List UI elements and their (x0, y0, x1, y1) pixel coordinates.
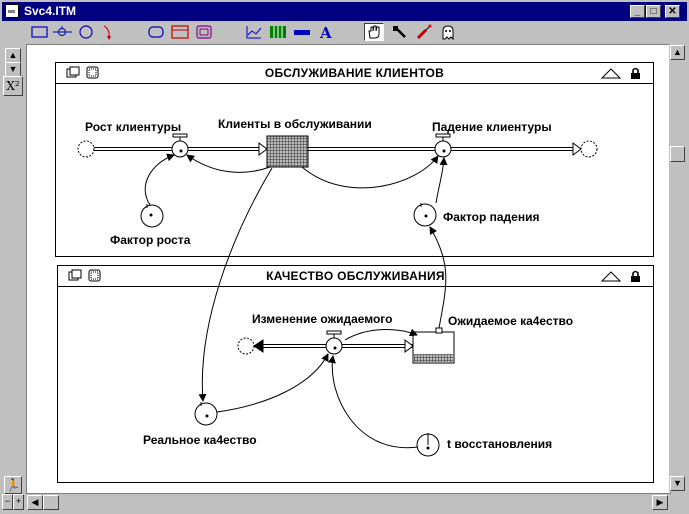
scroll-left-arrow-icon[interactable]: ◀ (27, 495, 43, 510)
connector[interactable] (216, 353, 329, 413)
paintbrush-tool-icon[interactable] (390, 23, 410, 41)
label-real-quality: Реальное ка4ество (143, 433, 257, 447)
flow-tool-icon[interactable] (52, 23, 72, 41)
connector[interactable] (144, 153, 175, 206)
connector-tool-icon[interactable] (98, 23, 118, 41)
converter-real-quality[interactable] (194, 402, 218, 426)
zoom-in-button[interactable]: + (13, 494, 24, 510)
run-man-icon[interactable]: 🏃 (4, 476, 22, 494)
title-bar[interactable]: Svc4.ITM _ □ ✕ (2, 2, 687, 21)
flow-expected-change[interactable] (253, 330, 414, 355)
hand-tool-icon[interactable] (364, 23, 384, 41)
scroll-up-arrow-icon[interactable]: ▲ (670, 45, 685, 60)
text-tool-icon[interactable]: A (316, 23, 336, 41)
connector[interactable] (435, 157, 448, 204)
sector-run-icon[interactable] (68, 269, 102, 283)
lock-icon[interactable] (631, 67, 640, 80)
label-decline-flow: Падение клиентуры (432, 120, 552, 134)
label-recovery-time: t восстановления (447, 437, 553, 451)
sector-service-quality[interactable]: КАЧЕСТВО ОБСЛУЖИВАНИЯ (57, 265, 654, 483)
app-icon[interactable] (5, 4, 19, 18)
ghost-tool-icon[interactable] (438, 23, 458, 41)
vertical-scrollbar[interactable]: ▲ ▼ (669, 44, 686, 492)
minimize-button[interactable]: _ (630, 5, 645, 18)
converter-recovery-time[interactable] (416, 433, 440, 457)
connector[interactable] (186, 154, 271, 173)
converter-tool-icon[interactable] (76, 23, 96, 41)
table-tool-icon[interactable] (268, 23, 288, 41)
horizontal-scroll-thumb[interactable] (43, 495, 59, 510)
model-canvas[interactable]: ОБСЛУЖИВАНИЕ КЛИЕНТОВ КАЧЕСТВО ОБСЛУЖИВА… (26, 44, 671, 494)
lock-icon[interactable] (631, 270, 640, 283)
sector-title: ОБСЛУЖИВАНИЕ КЛИЕНТОВ (264, 66, 445, 80)
horizontal-scrollbar[interactable]: ◀ ▶ (26, 494, 669, 511)
scroll-down-arrow-icon[interactable]: ▼ (5, 62, 21, 77)
stock-clients[interactable] (266, 135, 309, 168)
stock-expected-quality[interactable] (412, 327, 455, 364)
model-diagram (77, 133, 598, 457)
decision-tool-icon[interactable] (146, 23, 166, 41)
sector-customer-service[interactable]: ОБСЛУЖИВАНИЕ КЛИЕНТОВ (55, 62, 654, 257)
sector-run-icon[interactable] (66, 66, 100, 80)
label-clients-stock: Клиенты в обслуживании (218, 117, 372, 131)
sector-tool-icon[interactable] (170, 23, 190, 41)
maximize-button[interactable]: □ (646, 5, 661, 18)
sector-header: КАЧЕСТВО ОБСЛУЖИВАНИЯ (58, 266, 653, 287)
connector[interactable] (301, 155, 439, 189)
zoom-out-button[interactable]: − (2, 494, 13, 510)
label-decline-factor: Фактор падения (443, 210, 540, 224)
sector-header: ОБСЛУЖИВАНИЕ КЛИЕНТОВ (56, 63, 653, 84)
toolbar: A (0, 21, 689, 44)
connector[interactable] (198, 167, 273, 402)
x2-toggle-button[interactable]: X² (3, 76, 23, 96)
converter-decline-factor[interactable] (413, 203, 437, 227)
flow-growth[interactable] (94, 133, 268, 158)
left-panel: ▲ ▼ X² 🏃 − + (0, 44, 26, 514)
source-cloud-icon[interactable] (77, 140, 95, 158)
vertical-scroll-thumb[interactable] (670, 146, 685, 162)
graph-tool-icon[interactable] (244, 23, 264, 41)
sector-controls (600, 270, 640, 283)
close-button[interactable]: ✕ (665, 5, 680, 18)
label-expected-change: Изменение ожидаемого (252, 312, 393, 326)
sink-cloud-icon[interactable] (237, 337, 255, 355)
stock-tool-icon[interactable] (30, 23, 50, 41)
collapse-triangle-icon[interactable] (600, 271, 622, 282)
label-growth-factor: Фактор роста (110, 233, 191, 247)
scroll-right-arrow-icon[interactable]: ▶ (652, 495, 668, 510)
button-tool-icon[interactable] (194, 23, 214, 41)
sector-title: КАЧЕСТВО ОБСЛУЖИВАНИЯ (266, 269, 445, 283)
connector[interactable] (429, 226, 447, 329)
label-expected-quality: Ожидаемое ка4ество (448, 314, 574, 328)
sink-cloud-icon[interactable] (580, 140, 598, 158)
converter-growth-factor[interactable] (140, 204, 164, 228)
sector-controls (600, 67, 640, 80)
numeric-display-tool-icon[interactable] (292, 23, 312, 41)
svg-text:A: A (319, 24, 332, 41)
dynamite-tool-icon[interactable] (414, 23, 434, 41)
flow-decline[interactable] (308, 133, 582, 158)
collapse-triangle-icon[interactable] (600, 68, 622, 79)
label-growth-flow: Рост клиентуры (85, 120, 182, 134)
scroll-up-arrow-icon[interactable]: ▲ (5, 48, 21, 63)
connector[interactable] (327, 355, 419, 449)
connector[interactable] (344, 328, 418, 341)
window-title: Svc4.ITM (24, 4, 77, 18)
scroll-down-arrow-icon[interactable]: ▼ (670, 476, 685, 491)
